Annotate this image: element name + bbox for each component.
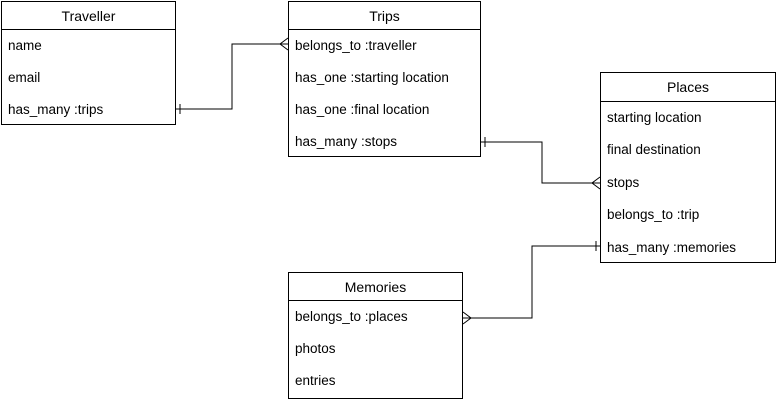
attribute-belongs-to-places: belongs_to :places bbox=[295, 309, 408, 324]
connector-traveller-trips bbox=[176, 37, 289, 114]
entity-title: Memories bbox=[289, 273, 462, 301]
attribute-belongs-to-traveller: belongs_to :traveller bbox=[295, 38, 417, 53]
attribute-final-destination: final destination bbox=[607, 142, 701, 158]
many-end-marker bbox=[279, 37, 289, 51]
connector-trips-places bbox=[481, 137, 601, 190]
attribute-entries: entries bbox=[295, 373, 336, 388]
entity-places[interactable]: Places starting location final destinati… bbox=[600, 72, 776, 263]
attribute-belongs-to-trip: belongs_to :trip bbox=[607, 207, 700, 223]
attribute-has-one-final-location: has_one :final location bbox=[295, 102, 430, 117]
attribute-photos: photos bbox=[295, 341, 336, 356]
attribute-name: name bbox=[8, 38, 42, 53]
entity-title: Trips bbox=[289, 2, 480, 30]
entity-title: Traveller bbox=[2, 2, 175, 30]
attribute-email: email bbox=[8, 70, 41, 85]
attribute-has-many-memories: has_many :memories bbox=[607, 239, 737, 255]
entity-traveller[interactable]: Traveller name email has_many :trips bbox=[1, 1, 176, 125]
attribute-has-many-trips: has_many :trips bbox=[8, 102, 104, 117]
entity-trips[interactable]: Trips belongs_to :traveller has_one :sta… bbox=[288, 1, 481, 157]
many-end-marker bbox=[591, 176, 601, 190]
entity-title: Places bbox=[601, 73, 775, 102]
attribute-stops: stops bbox=[607, 174, 640, 190]
many-end-marker bbox=[462, 311, 472, 325]
attribute-has-one-starting-location: has_one :starting location bbox=[295, 70, 449, 85]
connector-places-memories bbox=[462, 241, 600, 325]
attribute-has-many-stops: has_many :stops bbox=[295, 134, 398, 149]
attribute-starting-location: starting location bbox=[607, 110, 702, 125]
entity-memories[interactable]: Memories belongs_to :places photos entri… bbox=[288, 272, 463, 399]
